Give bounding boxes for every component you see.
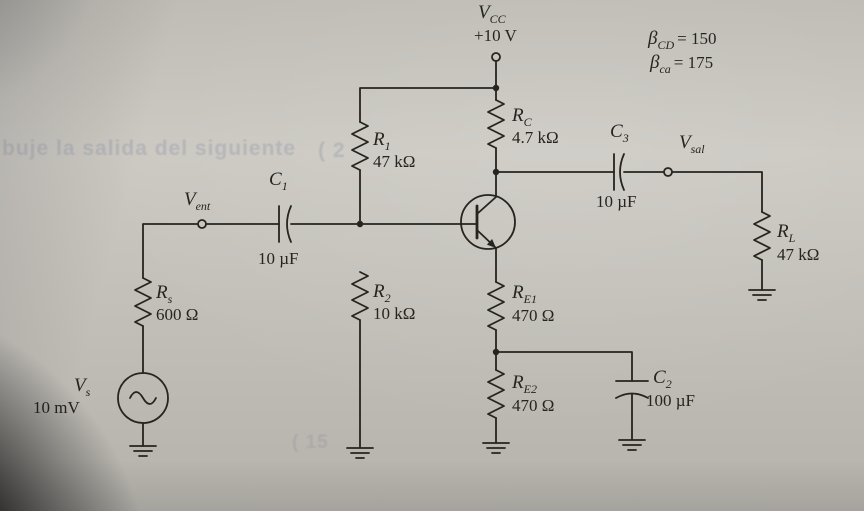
- sine-wave-icon: [129, 391, 157, 405]
- rs-sub: s: [167, 291, 173, 306]
- ground-c2: [618, 439, 646, 451]
- resistor-rs: [134, 277, 152, 327]
- label-re2: RE2: [512, 373, 537, 395]
- label-beta-ca: βca= 175: [650, 53, 713, 75]
- beta-ca-value: = 175: [673, 53, 714, 72]
- value-vs: 10 mV: [33, 398, 80, 417]
- label-r2: R2: [373, 282, 391, 304]
- resistor-r2: [351, 271, 369, 321]
- c1-symbol: C: [269, 169, 282, 190]
- re1-sub: E1: [523, 291, 537, 306]
- value-rl: 47 kΩ: [777, 245, 820, 264]
- capacitor-c1: [278, 205, 292, 243]
- r2-sub: 2: [384, 290, 391, 305]
- resistor-re2: [487, 369, 505, 419]
- c3-symbol: C: [610, 121, 623, 142]
- re2-sub: E2: [523, 381, 537, 396]
- label-rc: RC: [512, 106, 532, 128]
- value-c1: 10 µF: [258, 249, 299, 268]
- vent-symbol: V: [184, 189, 196, 210]
- value-r1: 47 kΩ: [373, 152, 416, 171]
- value-rc: 4.7 kΩ: [512, 128, 559, 147]
- resistor-re1: [487, 281, 505, 331]
- c2-symbol: C: [653, 367, 666, 388]
- label-c3: C3: [610, 122, 629, 144]
- resistor-rl: [753, 211, 771, 261]
- ground-vs: [129, 445, 157, 457]
- ground-r2: [346, 447, 374, 459]
- label-beta-cd: βCD= 150: [648, 29, 716, 51]
- value-r2: 10 kΩ: [373, 304, 416, 323]
- rl-symbol: R: [777, 221, 789, 242]
- vsal-symbol: V: [679, 132, 691, 153]
- value-c2: 100 µF: [646, 391, 695, 410]
- r1-sub: 1: [384, 138, 391, 153]
- label-vcc: VCC: [478, 3, 506, 25]
- rl-sub: L: [788, 230, 796, 245]
- ground-re2: [482, 442, 510, 454]
- label-c1: C1: [269, 170, 288, 192]
- re1-symbol: R: [512, 282, 524, 303]
- vsal-sub: sal: [690, 141, 705, 156]
- value-re2: 470 Ω: [512, 396, 555, 415]
- label-re1: RE1: [512, 283, 537, 305]
- value-re1: 470 Ω: [512, 306, 555, 325]
- vcc-terminal: [491, 52, 501, 62]
- source-vs: [117, 372, 169, 424]
- vs-symbol: V: [74, 375, 86, 396]
- rc-symbol: R: [512, 105, 524, 126]
- resistor-r1: [351, 121, 369, 171]
- label-rl: RL: [777, 222, 795, 244]
- vcc-symbol: V: [478, 2, 490, 23]
- ground-rl: [748, 289, 776, 301]
- beta-ca-sub: ca: [659, 61, 671, 76]
- label-r1: R1: [373, 130, 391, 152]
- vsal-terminal: [663, 167, 673, 177]
- rs-symbol: R: [156, 282, 168, 303]
- vs-sub: s: [85, 384, 91, 399]
- label-vsal: Vsal: [679, 133, 705, 155]
- label-rs: Rs: [156, 283, 172, 305]
- rc-sub: C: [523, 114, 532, 129]
- label-vs: Vs: [74, 376, 90, 398]
- vcc-sub: CC: [489, 11, 506, 26]
- value-c3: 10 µF: [596, 192, 637, 211]
- vent-terminal: [197, 219, 207, 229]
- ground-symbols: [129, 289, 776, 459]
- value-rs: 600 Ω: [156, 305, 199, 324]
- re2-symbol: R: [512, 372, 524, 393]
- c1-sub: 1: [281, 178, 288, 193]
- resistor-rc: [487, 99, 505, 149]
- r1-symbol: R: [373, 129, 385, 150]
- label-c2: C2: [653, 368, 672, 390]
- c2-sub: 2: [665, 376, 672, 391]
- value-vcc: +10 V: [474, 26, 517, 45]
- c3-sub: 3: [622, 130, 629, 145]
- beta-cd-sub: CD: [657, 37, 675, 52]
- capacitor-c3: [613, 153, 625, 191]
- label-vent: Vent: [184, 190, 210, 212]
- vent-sub: ent: [195, 198, 211, 213]
- r2-symbol: R: [373, 281, 385, 302]
- beta-cd-value: = 150: [677, 29, 717, 48]
